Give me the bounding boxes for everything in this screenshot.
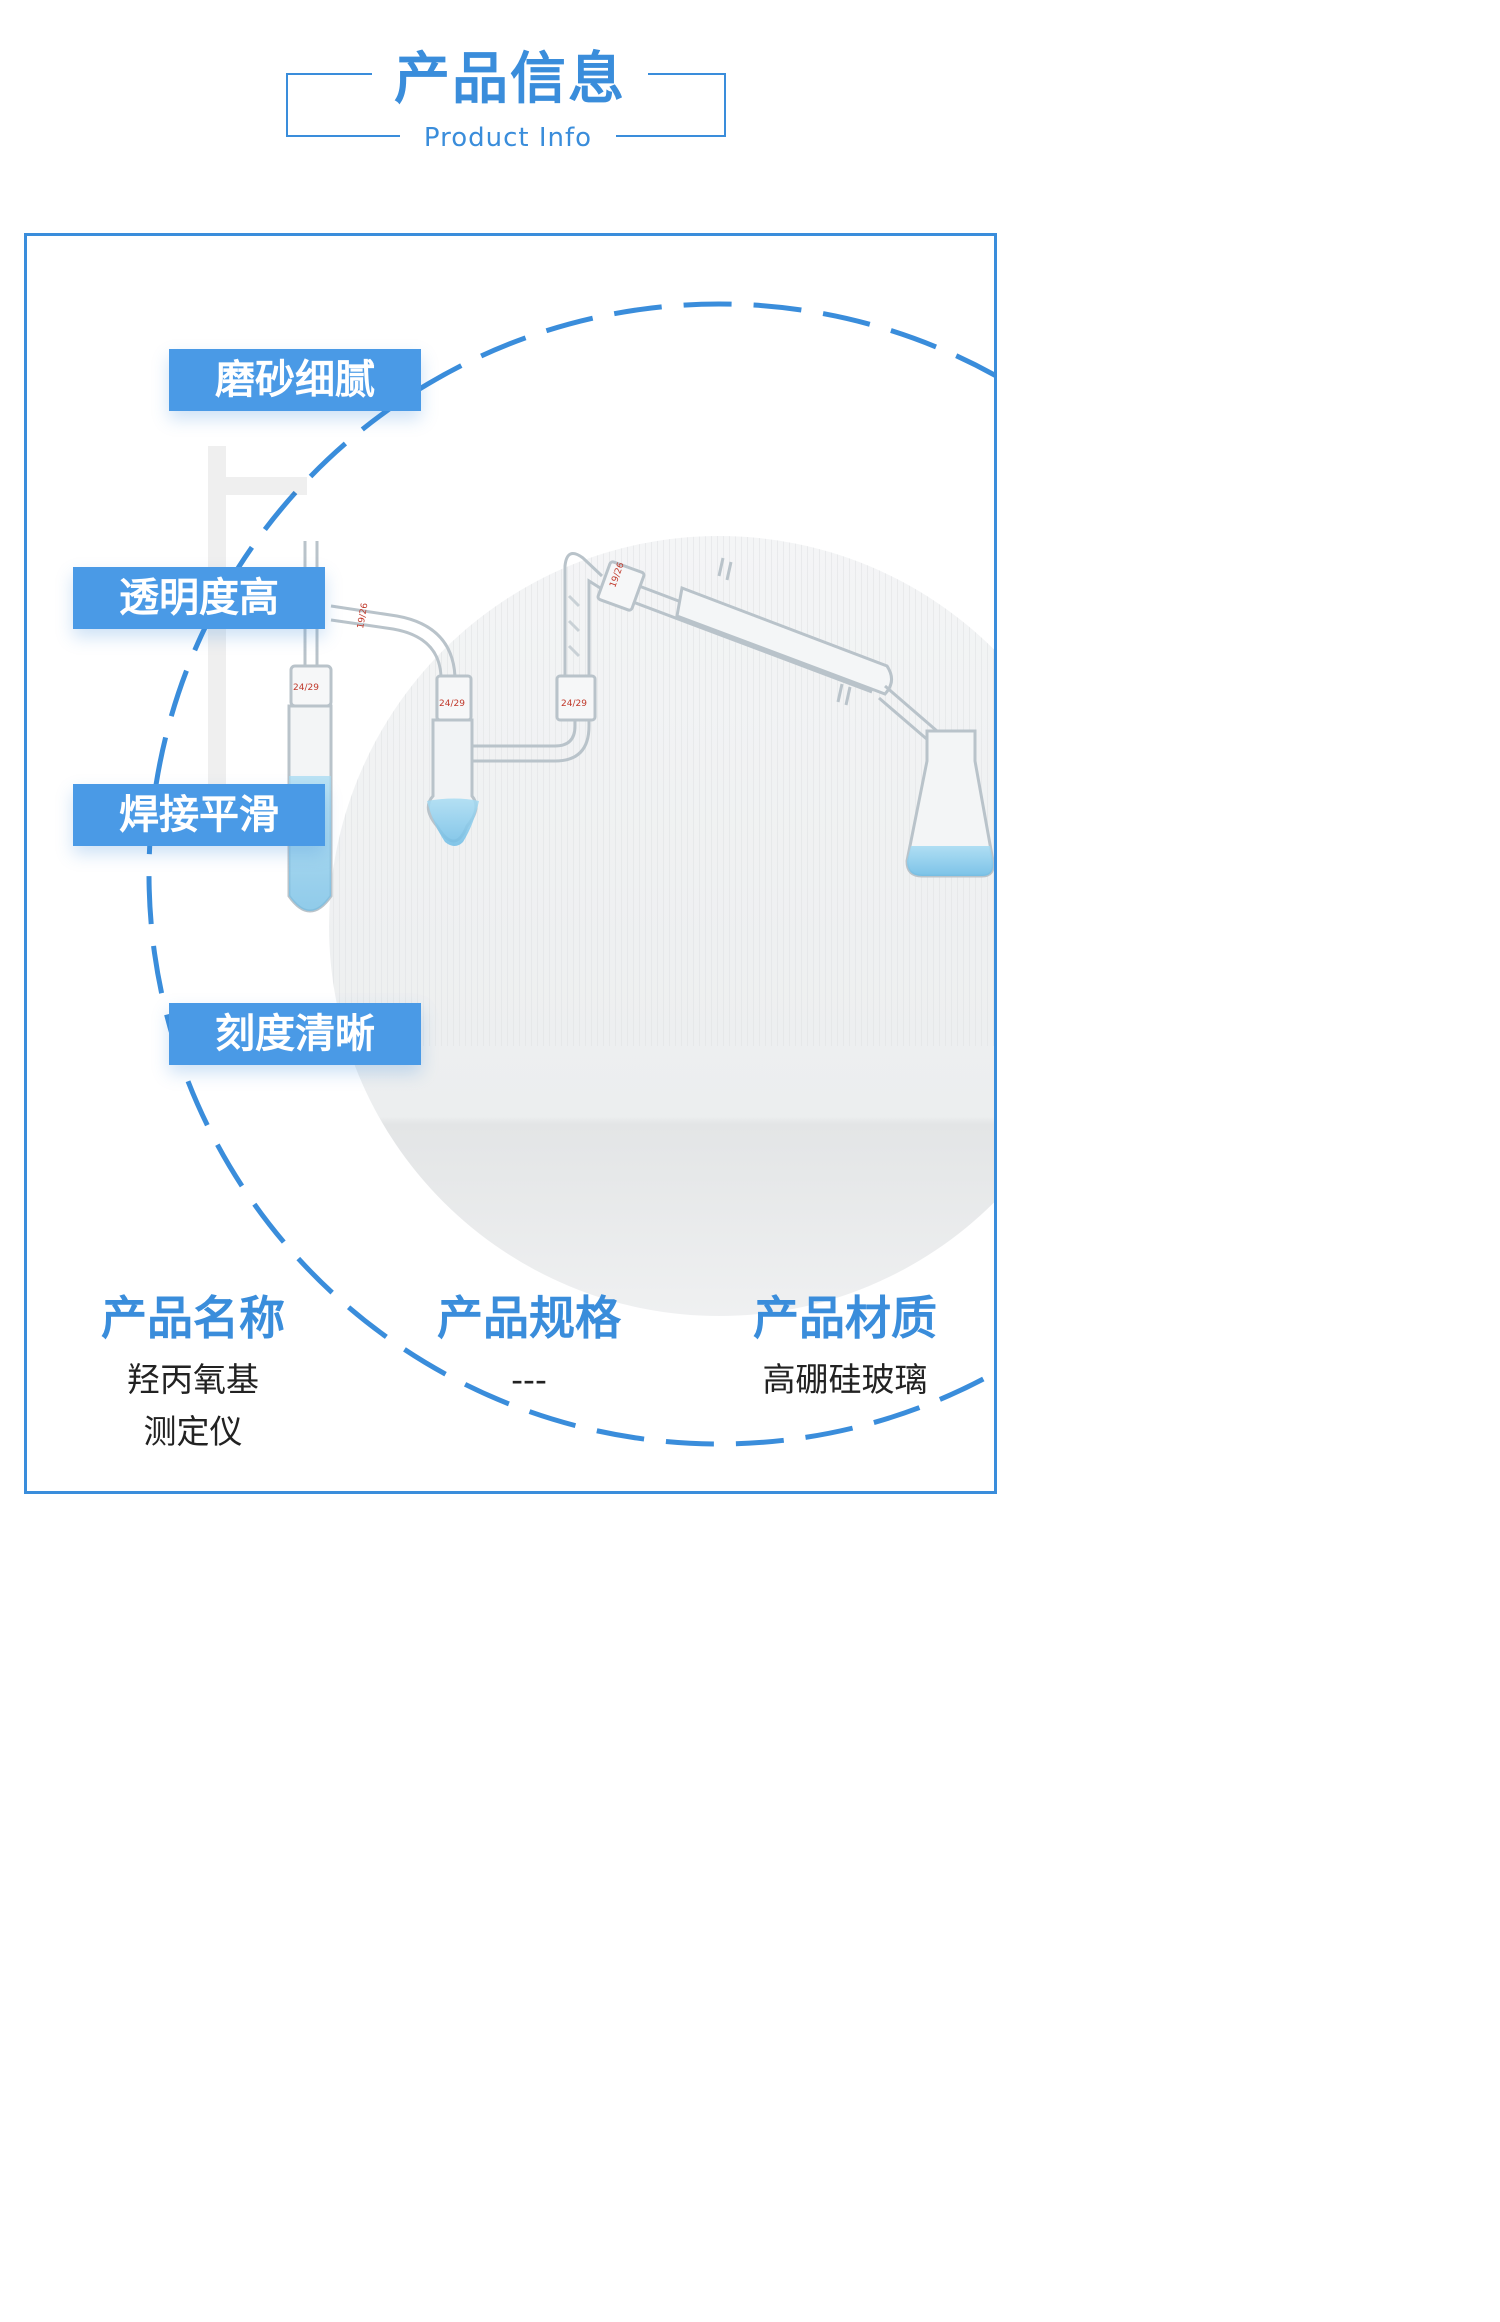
dashed-ring bbox=[146, 301, 994, 1447]
info-value-material: 高硼硅玻璃 bbox=[762, 1360, 928, 1399]
info-column-name: 产品名称 羟丙氧基 测定仪 bbox=[63, 1288, 323, 1458]
joint-label-2: 24/29 bbox=[439, 699, 465, 709]
info-value-name: 羟丙氧基 测定仪 bbox=[63, 1354, 323, 1458]
header-title-backdrop bbox=[372, 40, 648, 120]
page-title: 产品信息 bbox=[394, 47, 626, 112]
joint-label-1: 24/29 bbox=[293, 683, 319, 693]
feature-label-welding: 焊接平滑 bbox=[73, 784, 325, 846]
joint-label-4: 19/26 bbox=[356, 602, 370, 630]
info-column-spec: 产品规格 --- bbox=[399, 1288, 659, 1406]
feature-label-frosted: 磨砂细腻 bbox=[169, 349, 421, 411]
page-subtitle: Product Info bbox=[423, 123, 593, 153]
info-value-name-line2: 测定仪 bbox=[143, 1412, 243, 1451]
info-heading-spec: 产品规格 bbox=[437, 1291, 621, 1345]
circle-backdrop bbox=[329, 536, 994, 1316]
feature-label-transparency: 透明度高 bbox=[73, 567, 325, 629]
feature-label-graduation: 刻度清晰 bbox=[169, 1003, 421, 1065]
info-heading-name: 产品名称 bbox=[101, 1291, 285, 1345]
info-value-spec: --- bbox=[511, 1360, 547, 1399]
info-column-material: 产品材质 高硼硅玻璃 bbox=[715, 1288, 975, 1406]
joint-label-3: 24/29 bbox=[561, 699, 587, 709]
product-card: 24/29 24/29 24/29 19/26 19/26 磨砂细腻 透明度高 … bbox=[24, 233, 997, 1494]
adapter-tube bbox=[330, 604, 457, 677]
info-heading-material: 产品材质 bbox=[753, 1291, 937, 1345]
header-subtitle-backdrop bbox=[400, 122, 616, 154]
info-value-name-line1: 羟丙氧基 bbox=[127, 1360, 259, 1399]
product-illustration: 24/29 24/29 24/29 19/26 19/26 bbox=[146, 301, 994, 1447]
